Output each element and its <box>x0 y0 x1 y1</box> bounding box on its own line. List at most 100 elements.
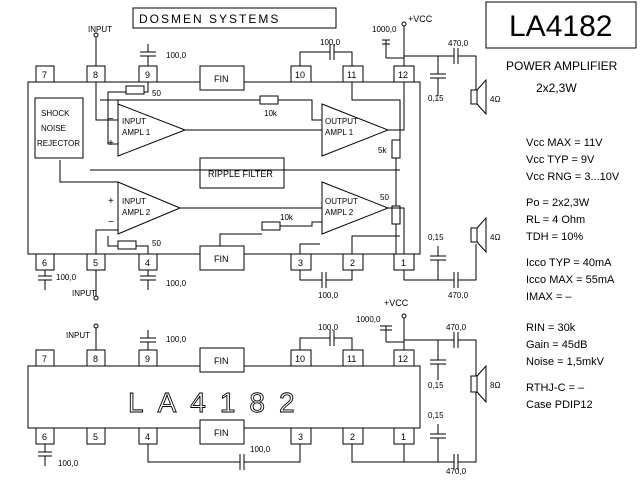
capacitor-100-pin3 <box>299 270 353 288</box>
wire <box>219 221 322 246</box>
capacitor-100-pin10 <box>299 44 353 66</box>
shock-label: SHOCK <box>41 109 70 118</box>
cap-label: 100,0 <box>250 445 271 454</box>
pin-10-bottom <box>290 349 312 367</box>
spec-case: Case PDIP12 <box>526 399 593 411</box>
shock-label: NOISE <box>41 124 66 133</box>
spec-po: Po = 2x2,3W <box>526 197 590 209</box>
capacitor-015-top <box>430 56 446 96</box>
input-label: INPUT <box>72 289 96 298</box>
pin-label: 7 <box>42 354 47 364</box>
resistor-10k-bottom <box>261 221 281 231</box>
brand-label: DOSMEN SYSTEMS <box>139 12 280 26</box>
pin-label: 10 <box>295 354 305 364</box>
spec-gain: Gain = 45dB <box>526 339 587 351</box>
cap-label: 100,0 <box>318 323 339 332</box>
spec-rin: RIN = 30k <box>526 322 576 334</box>
input-terminal <box>93 323 99 329</box>
spec-icco-typ: Icco TYP = 40mA <box>526 257 612 269</box>
speaker-bottom <box>470 227 478 243</box>
pin-label: 9 <box>145 70 150 80</box>
capacitor-100-pin4 <box>140 270 156 290</box>
pin-label: 10 <box>295 70 305 80</box>
pin-label: 6 <box>42 432 47 442</box>
resistor-label: 50 <box>152 89 161 98</box>
wire <box>95 229 118 254</box>
description-line2: 2x2,3W <box>536 81 577 95</box>
pin-7-bottom <box>35 349 55 367</box>
bottom-schematic: LA4182 7 8 9 10 11 12 FIN 6 5 4 3 2 1 FI… <box>27 298 500 476</box>
pin-11-top <box>342 65 364 83</box>
spec-rthj: RTHJ-C = – <box>526 382 585 394</box>
pin-2-top <box>342 253 364 271</box>
shock-label: REJECTOR <box>37 139 80 148</box>
cap-label: 0,15 <box>428 381 444 390</box>
input-label: INPUT <box>66 331 90 340</box>
pin-label: 8 <box>93 70 98 80</box>
pin-label: 3 <box>298 258 303 268</box>
chip-label: LA4182 <box>128 387 309 418</box>
speaker-label: 8Ω <box>490 381 500 390</box>
capacitor-100-pin10 <box>299 330 353 350</box>
capacitor-470-bottom <box>403 244 477 288</box>
cap-label: 100,0 <box>58 459 79 468</box>
cap-label: 100,0 <box>56 273 77 282</box>
speaker-label: 4Ω <box>490 233 500 242</box>
vcc-label: +VCC <box>384 298 409 308</box>
resistor-50-right <box>391 205 401 225</box>
speaker-cone-bottom <box>476 216 487 254</box>
pin-label: 6 <box>42 258 47 268</box>
pin-7-top <box>35 65 55 83</box>
spec-vcc-max: Vcc MAX = 11V <box>526 137 603 149</box>
spec-vcc-rng: Vcc RNG = 3...10V <box>526 171 620 183</box>
wire <box>388 207 405 254</box>
ripple-filter <box>199 157 285 189</box>
resistor-label: 10k <box>264 109 278 118</box>
wire <box>95 82 118 121</box>
speaker-cone-top <box>476 78 487 116</box>
pin-label: 2 <box>350 432 355 442</box>
pin-label: 8 <box>93 354 98 364</box>
wire <box>351 82 401 140</box>
brand-frame <box>132 7 337 29</box>
resistor-5k <box>391 139 401 159</box>
ic-body-bottom <box>27 365 421 429</box>
resistor-label: 50 <box>152 239 161 248</box>
capacitor-015-bottom <box>430 246 446 280</box>
capacitor-470-bottom <box>403 392 477 470</box>
wire <box>100 99 322 121</box>
spec-noise: Noise = 1,5mkV <box>526 356 605 368</box>
specs-list: Vcc MAX = 11V Vcc TYP = 9V Vcc RNG = 3..… <box>526 137 620 411</box>
output-ampl-1-label: OUTPUT <box>325 117 358 126</box>
capacitor-100-pin9 <box>140 44 156 66</box>
capacitor-100-pin6 <box>38 270 52 290</box>
capacitor-015-top <box>430 340 446 380</box>
cap-label: 100,0 <box>166 279 187 288</box>
fin-label: FIN <box>214 428 229 438</box>
capacitor-100-bottom <box>147 444 301 470</box>
capacitor-100-pin6 <box>38 444 52 466</box>
vcc-label: +VCC <box>408 14 433 24</box>
fin-top <box>199 65 245 91</box>
cap-label: 100,0 <box>166 51 187 60</box>
plus-sign: + <box>108 196 114 207</box>
spec-rl: RL = 4 Ohm <box>526 214 585 226</box>
fin-bottom <box>199 245 245 271</box>
pin-11-bottom <box>342 349 364 367</box>
pin-label: 12 <box>398 354 408 364</box>
cap-label: 100,0 <box>166 335 187 344</box>
pin-label: 5 <box>93 432 98 442</box>
pin-label: 7 <box>42 70 47 80</box>
capacitor-015-bottom <box>430 424 446 462</box>
wire <box>386 318 405 350</box>
output-ampl-2-label: AMPL 2 <box>325 208 354 217</box>
pin-3-bottom <box>290 427 312 445</box>
input-ampl-1 <box>117 103 187 157</box>
input-label: INPUT <box>88 25 112 34</box>
input-ampl-2-label: AMPL 2 <box>122 208 151 217</box>
pin-10-top <box>290 65 312 83</box>
pin-label: 1 <box>401 258 406 268</box>
spec-icco-max: Icco MAX = 55mA <box>526 274 615 286</box>
capacitor-100-pin9 <box>140 330 156 350</box>
